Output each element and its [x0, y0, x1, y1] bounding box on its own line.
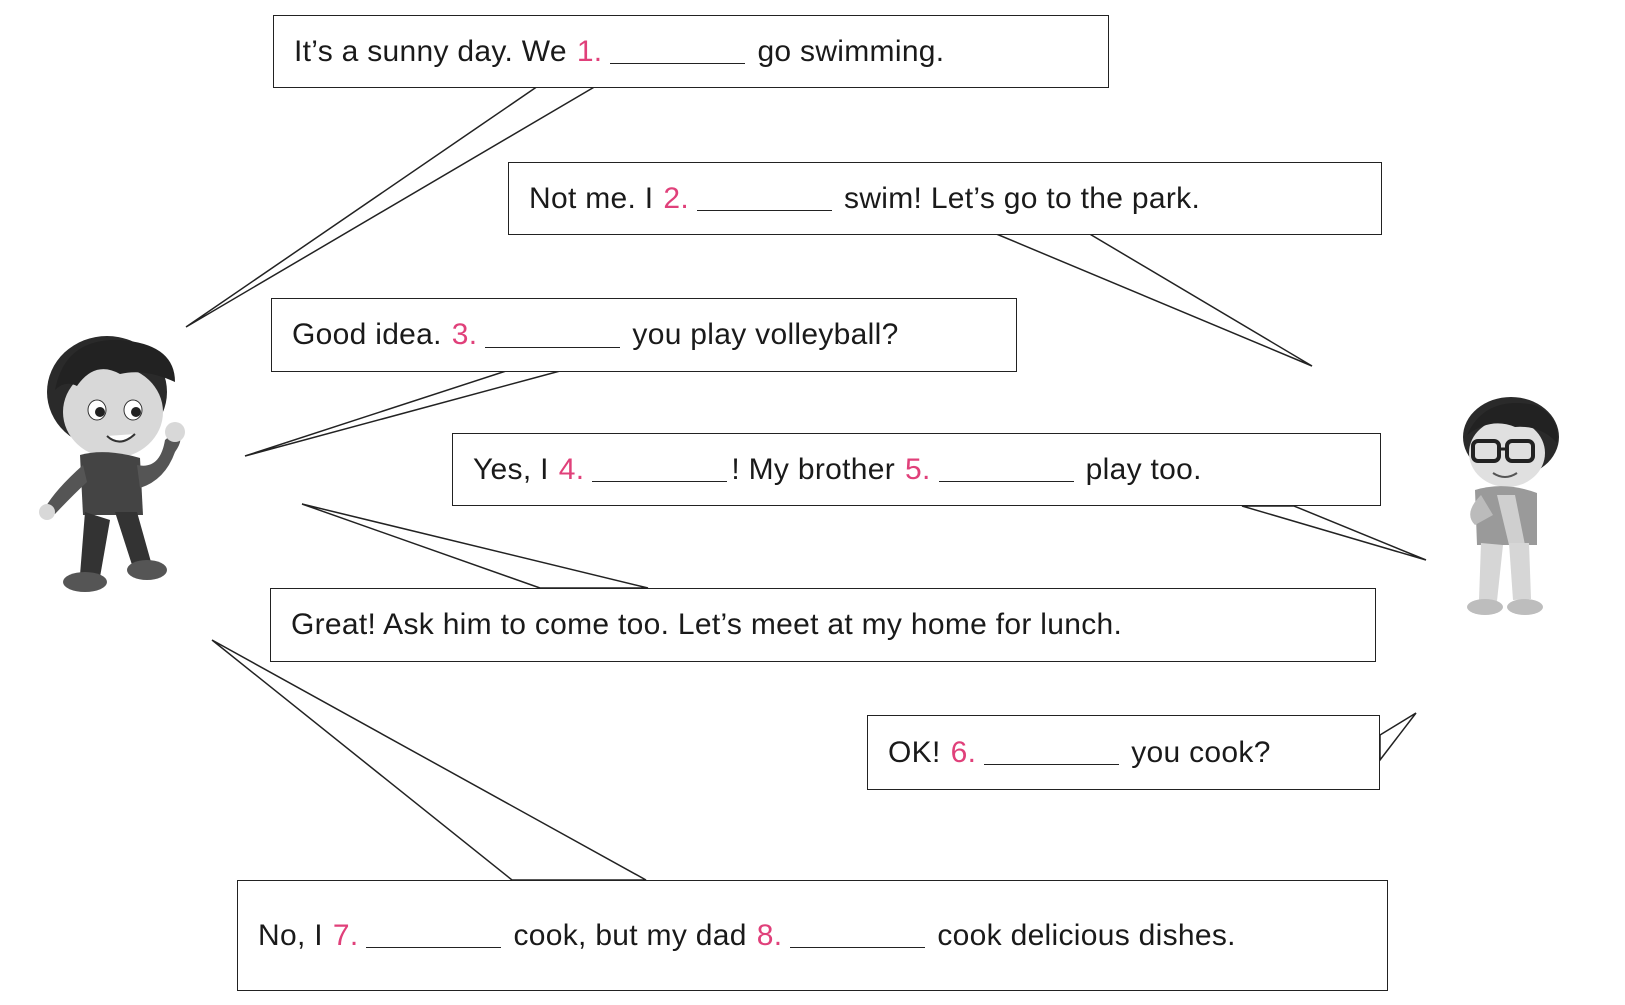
bubble-text-after: go swimming. — [757, 34, 945, 68]
boy-with-glasses-icon — [1463, 397, 1559, 615]
speech-bubble-4: Yes, I 4. ! My brother 5. play too. — [452, 433, 1381, 506]
question-number: 8. — [756, 918, 783, 952]
bubble-text-after: cook delicious dishes. — [937, 918, 1236, 952]
tail-bubble-5 — [301, 503, 649, 589]
speech-bubble-1: It’s a sunny day. We 1. go swimming. — [273, 15, 1109, 88]
bubble-text-before: No, I — [258, 918, 323, 952]
question-number: 6. — [950, 735, 977, 769]
bubble-text-after: play too. — [1085, 452, 1202, 486]
bubble-text: Great! Ask him to come too. Let’s meet a… — [291, 608, 1123, 641]
speech-bubble-5: Great! Ask him to come too. Let’s meet a… — [270, 588, 1376, 662]
question-number: 4. — [558, 452, 585, 486]
tail-bubble-2 — [993, 232, 1313, 367]
answer-blank-8[interactable] — [790, 923, 926, 948]
answer-blank-6[interactable] — [984, 740, 1120, 765]
tail-bubble-6 — [1379, 712, 1417, 763]
question-number: 5. — [905, 452, 931, 486]
speech-bubble-3: Good idea. 3. you play volleyball? — [271, 298, 1017, 372]
answer-blank-7[interactable] — [366, 923, 502, 948]
answer-blank-5[interactable] — [938, 457, 1074, 482]
bubble-text-after: swim! Let’s go to the park. — [844, 181, 1201, 215]
bubble-text-mid: ! My brother — [731, 452, 896, 486]
bubble-text-before: OK! — [888, 735, 941, 769]
bubble-text-before: Yes, I — [473, 452, 549, 486]
bubble-text-after: you cook? — [1131, 735, 1271, 769]
bubble-text-mid: cook, but my dad — [513, 918, 747, 952]
question-number: 1. — [576, 34, 603, 68]
tail-bubble-4 — [1241, 505, 1427, 561]
question-number: 2. — [663, 181, 690, 215]
bubble-text-before: Not me. I — [529, 181, 654, 215]
speech-bubble-6: OK! 6. you cook? — [867, 715, 1380, 790]
answer-blank-4[interactable] — [592, 457, 728, 482]
bubble-text-before: It’s a sunny day. We — [294, 34, 567, 68]
question-number: 3. — [451, 318, 478, 351]
tail-bubble-7a — [211, 639, 647, 881]
bubble-text-before: Good idea. — [292, 318, 442, 351]
boy-waving-icon — [39, 336, 185, 592]
speech-bubble-7: No, I 7. cook, but my dad 8. cook delici… — [237, 880, 1388, 991]
speech-bubble-2: Not me. I 2. swim! Let’s go to the park. — [508, 162, 1382, 235]
answer-blank-3[interactable] — [485, 323, 621, 348]
answer-blank-2[interactable] — [697, 186, 833, 211]
bubble-text-after: you play volleyball? — [632, 318, 899, 351]
question-number: 7. — [332, 918, 359, 952]
answer-blank-1[interactable] — [610, 39, 746, 64]
